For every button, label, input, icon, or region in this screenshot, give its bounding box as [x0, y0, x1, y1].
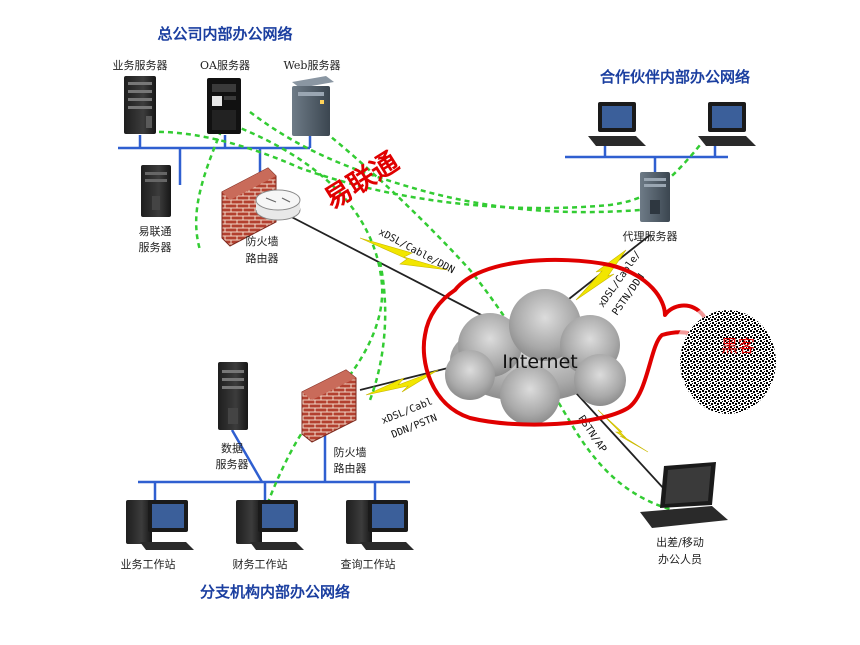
proxy-server: [640, 172, 670, 222]
oa-server-label: OA服务器: [200, 59, 250, 72]
brand-logo-text: 易联通: [319, 146, 404, 215]
branch-network-title: 分支机构内部办公网络: [200, 583, 350, 601]
web-server-label: Web服务器: [284, 59, 341, 72]
hacker-label: 黑客: [721, 337, 755, 357]
hq-firewall-label-line1: 防火墙: [246, 234, 279, 248]
oa-server: [207, 78, 241, 134]
ylt-server-label-line1: 易联通: [139, 225, 172, 238]
workstation-business-label: 业务工作站: [121, 557, 176, 571]
partner-pc-2: [698, 102, 756, 146]
branch-firewall-label-line2: 路由器: [334, 461, 367, 475]
partner-pc-1: [588, 102, 646, 146]
partner-link-bolt: [575, 249, 627, 301]
workstation-query-label: 查询工作站: [341, 557, 396, 571]
hq-link-bolt: [359, 237, 449, 271]
workstation-finance: [236, 500, 304, 550]
partner-lan: [565, 145, 728, 172]
ylt-server: [141, 165, 171, 217]
workstation-business: [126, 500, 194, 550]
db-server: [218, 362, 248, 430]
mobile-user-label-line2: 办公人员: [658, 553, 702, 566]
branch-firewall-label-line1: 防火墙: [334, 445, 367, 459]
hq-network-title: 总公司内部办公网络: [157, 25, 292, 43]
db-server-label-line2: 服务器: [216, 458, 249, 471]
web-server: [292, 76, 334, 136]
branch-lan: [138, 429, 410, 505]
ylt-server-label-line2: 服务器: [139, 241, 172, 254]
hacker-noise-figure: [672, 302, 784, 422]
hq-link-label: xDSL/Cable/DDN: [377, 227, 457, 276]
internet-label: Internet: [502, 351, 577, 373]
mobile-user-label-line1: 出差/移动: [656, 535, 704, 549]
workstation-finance-label: 财务工作站: [233, 557, 288, 571]
workstation-query: [346, 500, 414, 550]
proxy-server-label: 代理服务器: [623, 230, 678, 243]
branch-firewall-router: [301, 369, 357, 443]
branch-link-bolt: [365, 369, 439, 396]
mobile-laptop: [640, 462, 728, 528]
mobile-link-bolt: [597, 409, 649, 453]
business-server-label: 业务服务器: [113, 59, 168, 72]
internet-cloud: [445, 289, 626, 425]
vpn-tunnels: [149, 111, 701, 514]
business-server: [124, 76, 156, 134]
hq-firewall-label-line2: 路由器: [246, 251, 279, 265]
partner-network-title: 合作伙伴内部办公网络: [599, 68, 750, 86]
db-server-label-line1: 数据: [221, 441, 243, 455]
hq-firewall-router: [221, 167, 301, 247]
